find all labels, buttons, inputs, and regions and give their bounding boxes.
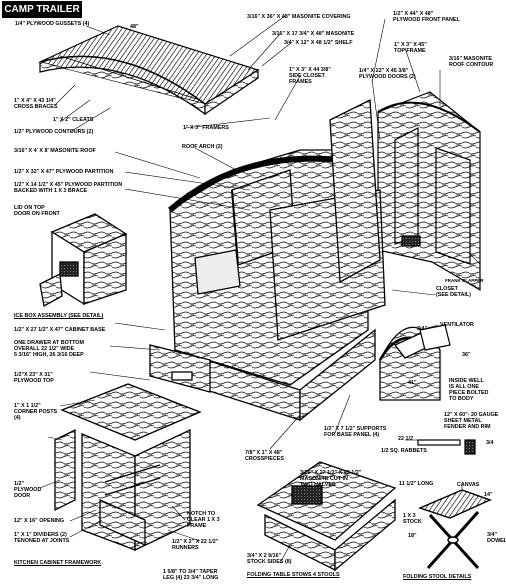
label-dim-41: 41" (408, 380, 417, 386)
front-panel (377, 91, 481, 292)
label-kitchen-framework: KITCHEN CABINET FRAMEWORK (14, 560, 102, 566)
trailer-body (149, 98, 386, 422)
label-stool-details: FOLDING STOOL DETAILS (403, 574, 472, 580)
label-stock-1x3: 1 X 3 STOCK (403, 513, 422, 525)
label-dividers: 1" X 1" DIVIDERS (2) TENONED AT JOINTS (14, 532, 70, 544)
label-dim-18: 18" (408, 533, 417, 539)
label-gussets: 1/4" PLYWOOD GUSSETS (4) (15, 21, 90, 27)
label-roof-arch: ROOF ARCH (2) (182, 144, 223, 150)
kitchen-cabinet (54, 383, 202, 552)
label-dim-22-5: 22 1/2 (398, 436, 413, 442)
label-front-panel: 1/2" X 44" X 48" PLYWOOD FRONT PANEL (393, 11, 460, 23)
label-crosspieces: 7/8" X 1" X 48" CROSSPIECES (245, 450, 284, 462)
leader-lines (39, 15, 481, 564)
label-ventilator: VENTILATOR (440, 322, 474, 328)
label-dim-3-4-a: 3/4" (417, 326, 428, 332)
label-inside-well: INSIDE WELL IS ALL ONE PIECE BOLTED TO B… (449, 378, 489, 402)
label-icebox: ICE BOX ASSEMBLY (SEE DETAIL) (14, 313, 104, 319)
label-top-frame: 1" X 3" X 45" TOP FRAME (394, 42, 427, 54)
rabbet-detail (417, 324, 476, 455)
label-cross-braces: 1" X 4" X 43 1/4" CROSS BRACES (14, 98, 58, 110)
label-corner-posts: 1" X 1 1/2" CORNER POSTS (4) (14, 403, 58, 421)
label-plywood-partition-2: 1/2" X 14 1/2" X 45" PLYWOOD PARTITION B… (14, 182, 123, 194)
label-shelf: 3/4" X 12" X 48 1/2" SHELF (284, 40, 353, 46)
label-plywood-top: 1/2"X 23" X 31" PLYWOOD TOP (14, 372, 54, 384)
label-runners: 1/2" X 2" X 22 1/2" RUNNERS (172, 539, 219, 551)
label-folding-table: FOLDING TABLE STOWS 4 STOOLS (247, 572, 340, 578)
label-fender: 12" X 60"- 20 GAUGE SHEET METAL FENDER A… (444, 412, 499, 430)
label-plywood-partition: 1/2" X 32" X 47" PLYWOOD PARTITION (14, 169, 114, 175)
label-cleats: 1" X 2" CLEATS (53, 117, 94, 123)
label-masonite-contour: 3/16" MASONITE ROOF CONTOUR (449, 56, 494, 68)
label-masonite-covering: 3/16" X 36" X 48" MASONITE COVERING (247, 14, 351, 20)
folding-table (256, 461, 397, 572)
label-taper-leg: 1 5/8" TO 3/4" TAPER LEG (4) 23 3/4" LON… (163, 569, 219, 581)
label-opening: 12" X 16" OPENING (14, 518, 65, 524)
label-dim-36: 36" (462, 352, 471, 358)
label-masonite-cut: 3/16" X 27 1/2" X 43 1/2" MASONITE CUT I… (300, 470, 362, 488)
label-cabinet-base: 1/2" X 27 1/2" X 47" CABINET BASE (14, 327, 106, 333)
folding-stool (418, 489, 492, 570)
label-rabbets: 1/2 SQ. RABBETS (381, 448, 427, 454)
label-plywood-door: 1/2" PLYWOOD DOOR (14, 481, 42, 499)
label-dim-14: 14" (484, 492, 493, 498)
label-plywood-doors: 1/4" X 22" X 45 3/8" PLYWOOD DOORS (2) (359, 68, 416, 80)
label-closet: CLOSET (SEE DETAIL) (436, 286, 471, 298)
label-plywood-contours: 1/2" PLYWOOD CONTOURS (2) (14, 129, 94, 135)
label-side-closet-frames: 1" X 3" X 44 3/8" SIDE CLOSET FRAMES (289, 67, 331, 85)
label-lid: LID ON TOP DOOR ON FRONT (14, 205, 60, 217)
label-credit: FRANK CLAPPER (445, 278, 484, 283)
label-drawer: ONE DRAWER AT BOTTOM OVERALL 22 1/2" WID… (14, 340, 84, 358)
label-dim-3-4-b: 3/4 (486, 440, 494, 446)
label-framers: 1" X 3" FRAMERS (183, 125, 229, 131)
label-dim-48: 48" (130, 24, 139, 30)
label-stock-sides: 3/4" X 2 9/16" STOCK SIDES (8) (247, 553, 292, 565)
label-masonite-strip: 3/16" X 17 3/4" X 48" MASONITE (272, 31, 355, 37)
title-banner: CAMP TRAILER (2, 1, 82, 18)
ice-box (39, 213, 128, 308)
label-notch: NOTCH TO CLEAR 1 X 3 FRAME (187, 511, 220, 529)
label-supports: 1/2" X 7 1/2" SUPPORTS FOR BASE PANEL (4… (324, 426, 387, 438)
label-dowel: 3/4" DOWEL (487, 532, 506, 544)
label-11-long: 11 1/2" LONG (399, 481, 434, 487)
label-canvas: CANVAS (457, 482, 480, 488)
label-masonite-roof: 3/16" X 4' X 8' MASONITE ROOF (14, 148, 96, 154)
roof-panel (38, 25, 260, 116)
